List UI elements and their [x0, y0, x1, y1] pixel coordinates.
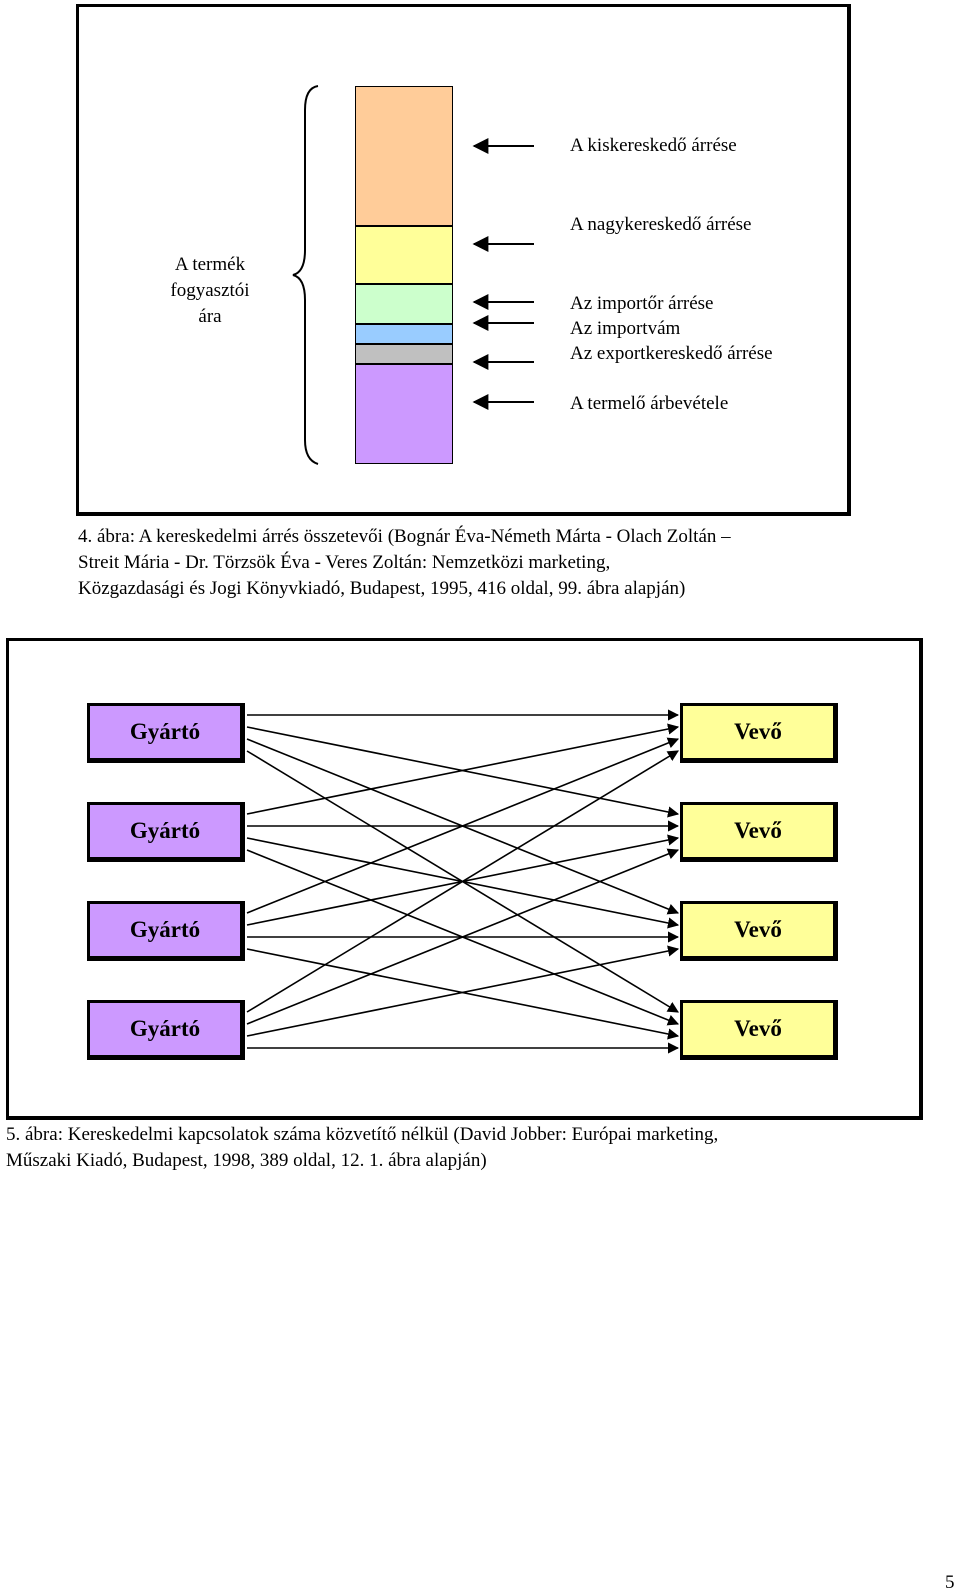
consumer-price-label: A termék fogyasztói ára [130, 252, 290, 330]
figure4-caption: 4. ábra: A kereskedelmi árrés összetevői… [78, 524, 731, 602]
connection-line [246, 945, 680, 1037]
price-label-line: fogyasztói [170, 280, 250, 301]
label-retailer-margin: A kiskereskedő árrése [570, 135, 737, 156]
buyer-box: Vevő [680, 703, 838, 763]
price-label-line: A termék [174, 254, 246, 275]
page-number: 5 [945, 1572, 955, 1593]
figure5-frame [6, 638, 923, 1120]
caption-line: Műszaki Kiadó, Budapest, 1998, 389 oldal… [6, 1150, 487, 1171]
label-importer-margin: Az importőr árrése [570, 293, 714, 314]
connection-line [246, 848, 680, 1025]
label-producer-revenue: A termelő árbevétele [570, 393, 729, 414]
buyer-box: Vevő [680, 802, 838, 862]
maker-box: Gyártó [87, 901, 245, 961]
curly-brace-icon [292, 85, 319, 465]
buyer-box: Vevő [680, 901, 838, 961]
segment-importer [355, 284, 453, 324]
price-label-line: ára [198, 306, 222, 327]
connection-line [246, 737, 680, 914]
connection-line [246, 750, 679, 1013]
label-wholesaler-margin: A nagykereskedő árrése [570, 214, 752, 235]
caption-line: 5. ábra: Kereskedelmi kapcsolatok száma … [6, 1124, 719, 1145]
connection-lines [246, 709, 680, 1054]
label-exporter-margin: Az exportkereskedő árrése [570, 343, 773, 364]
segment-retailer [355, 86, 453, 226]
figure5-caption: 5. ábra: Kereskedelmi kapcsolatok száma … [6, 1122, 718, 1174]
buyer-box: Vevő [680, 1000, 838, 1060]
segment-producer [355, 364, 453, 464]
caption-line: 4. ábra: A kereskedelmi árrés összetevői… [78, 526, 731, 547]
caption-line: Közgazdasági és Jogi Könyvkiadó, Budapes… [78, 578, 686, 599]
segment-import-duty [355, 324, 453, 344]
label-import-duty: Az importvám [570, 318, 681, 339]
segment-exporter [355, 344, 453, 364]
maker-box: Gyártó [87, 802, 245, 862]
maker-box: Gyártó [87, 1000, 245, 1060]
maker-box: Gyártó [87, 703, 245, 763]
connection-line [246, 723, 680, 815]
segment-wholesaler [355, 226, 453, 284]
figure4-frame [76, 4, 851, 516]
caption-line: Streit Mária - Dr. Törzsök Éva - Veres Z… [78, 552, 611, 573]
figure4-drawing [292, 85, 534, 465]
